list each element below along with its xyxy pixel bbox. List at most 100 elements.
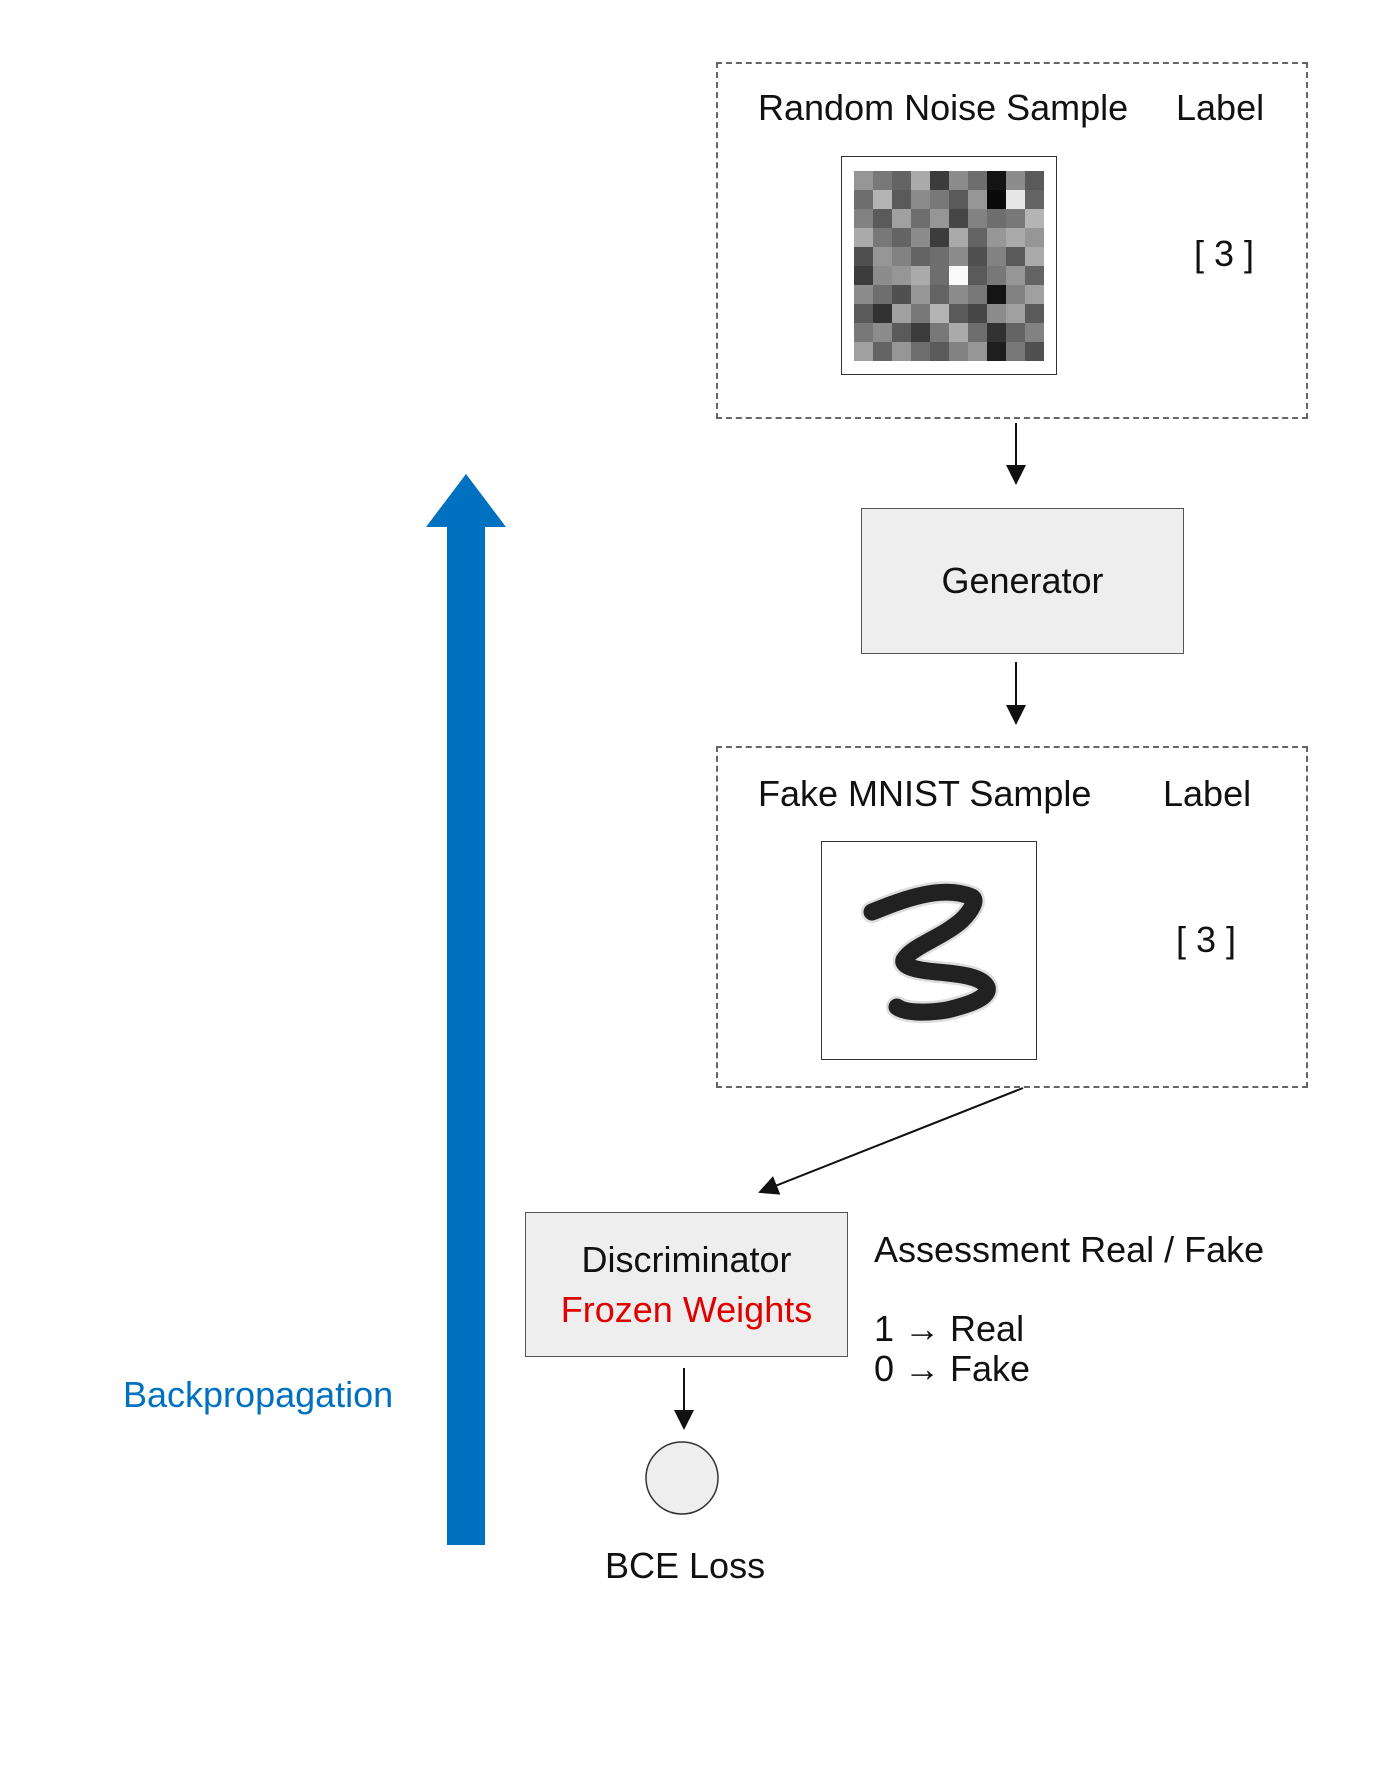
noise-pixel [854,285,873,304]
noise-pixel [949,266,968,285]
noise-pixel [854,266,873,285]
discriminator-box: Discriminator Frozen Weights [525,1212,848,1357]
noise-pixel [930,171,949,190]
backprop-arrow [426,474,506,1545]
noise-pixel [987,171,1006,190]
noise-pixel [949,285,968,304]
noise-pixel [873,247,892,266]
noise-pixel [1025,304,1044,323]
noise-pixel [1025,342,1044,361]
noise-pixel [892,190,911,209]
noise-pixel [1006,228,1025,247]
noise-pixel [949,190,968,209]
noise-pixel [968,209,987,228]
noise-pixel [968,342,987,361]
noise-label-header: Label [1176,87,1265,128]
noise-image-frame [841,156,1057,375]
noise-pixel [1006,285,1025,304]
noise-pixel [949,323,968,342]
noise-pixel [1006,209,1025,228]
noise-pixel [1006,323,1025,342]
noise-pixel [968,266,987,285]
noise-pixel [854,323,873,342]
noise-pixel [930,304,949,323]
noise-pixel [1025,228,1044,247]
noise-pixel [873,285,892,304]
fake-digit-image [861,881,999,1024]
noise-pixel [987,285,1006,304]
noise-sample-title: Random Noise Sample [758,87,1129,128]
noise-pixel [873,228,892,247]
bce-loss-node [645,1441,719,1515]
noise-pixel [949,342,968,361]
fake-image-frame [821,841,1037,1060]
noise-pixel [987,209,1006,228]
noise-pixel [949,171,968,190]
noise-pixel [1025,285,1044,304]
noise-pixel [949,247,968,266]
noise-pixel [1006,266,1025,285]
noise-pixel [1025,323,1044,342]
fake-sample-panel [716,746,1308,1088]
noise-pixel [949,209,968,228]
noise-pixel [968,323,987,342]
noise-pixel [873,266,892,285]
noise-pixel [1006,171,1025,190]
noise-pixel [930,190,949,209]
noise-pixel [1006,342,1025,361]
generator-box: Generator [861,508,1184,654]
noise-pixel [892,247,911,266]
noise-pixel [911,209,930,228]
noise-pixel [987,323,1006,342]
noise-pixel [873,190,892,209]
noise-pixel [873,171,892,190]
noise-pixel [892,285,911,304]
noise-pixel [930,247,949,266]
noise-label-value: [ 3 ] [1194,233,1255,274]
noise-pixel [1025,209,1044,228]
noise-pixel [911,323,930,342]
noise-pixel [854,342,873,361]
noise-pixel [930,209,949,228]
noise-pixel [892,304,911,323]
noise-pixel [873,342,892,361]
arrow-fake-to-discriminator [758,1087,1024,1195]
noise-pixel [854,209,873,228]
noise-pixel [987,247,1006,266]
noise-pixel [873,323,892,342]
noise-pixel [968,228,987,247]
fake-label-header: Label [1163,773,1252,814]
noise-pixel [1006,247,1025,266]
noise-pixel [911,171,930,190]
frozen-weights-label: Frozen Weights [560,1288,813,1330]
bce-loss-label: BCE Loss [605,1545,766,1586]
noise-pixel [930,228,949,247]
noise-pixel [987,304,1006,323]
noise-pixel [911,304,930,323]
noise-pixel [911,190,930,209]
noise-pixel [873,304,892,323]
noise-pixel [911,342,930,361]
noise-pixel [854,228,873,247]
noise-pixel [987,190,1006,209]
noise-pixel [949,228,968,247]
noise-pixel [1025,190,1044,209]
noise-pixel [987,228,1006,247]
assessment-fake: 0 → Fake [874,1348,1031,1389]
noise-pixel [1006,304,1025,323]
noise-pixel [911,266,930,285]
noise-pixel [892,228,911,247]
noise-pixel [987,266,1006,285]
noise-pixel [854,247,873,266]
noise-pixel [987,342,1006,361]
noise-pixel [892,266,911,285]
noise-pixel [911,247,930,266]
noise-pixel [892,209,911,228]
noise-pixel [1025,266,1044,285]
noise-pixel [1006,190,1025,209]
noise-pixel [968,285,987,304]
fake-label-value: [ 3 ] [1176,919,1237,960]
assessment-real: 1 → Real [874,1308,1025,1349]
noise-pixel [892,323,911,342]
noise-image [854,171,1044,361]
